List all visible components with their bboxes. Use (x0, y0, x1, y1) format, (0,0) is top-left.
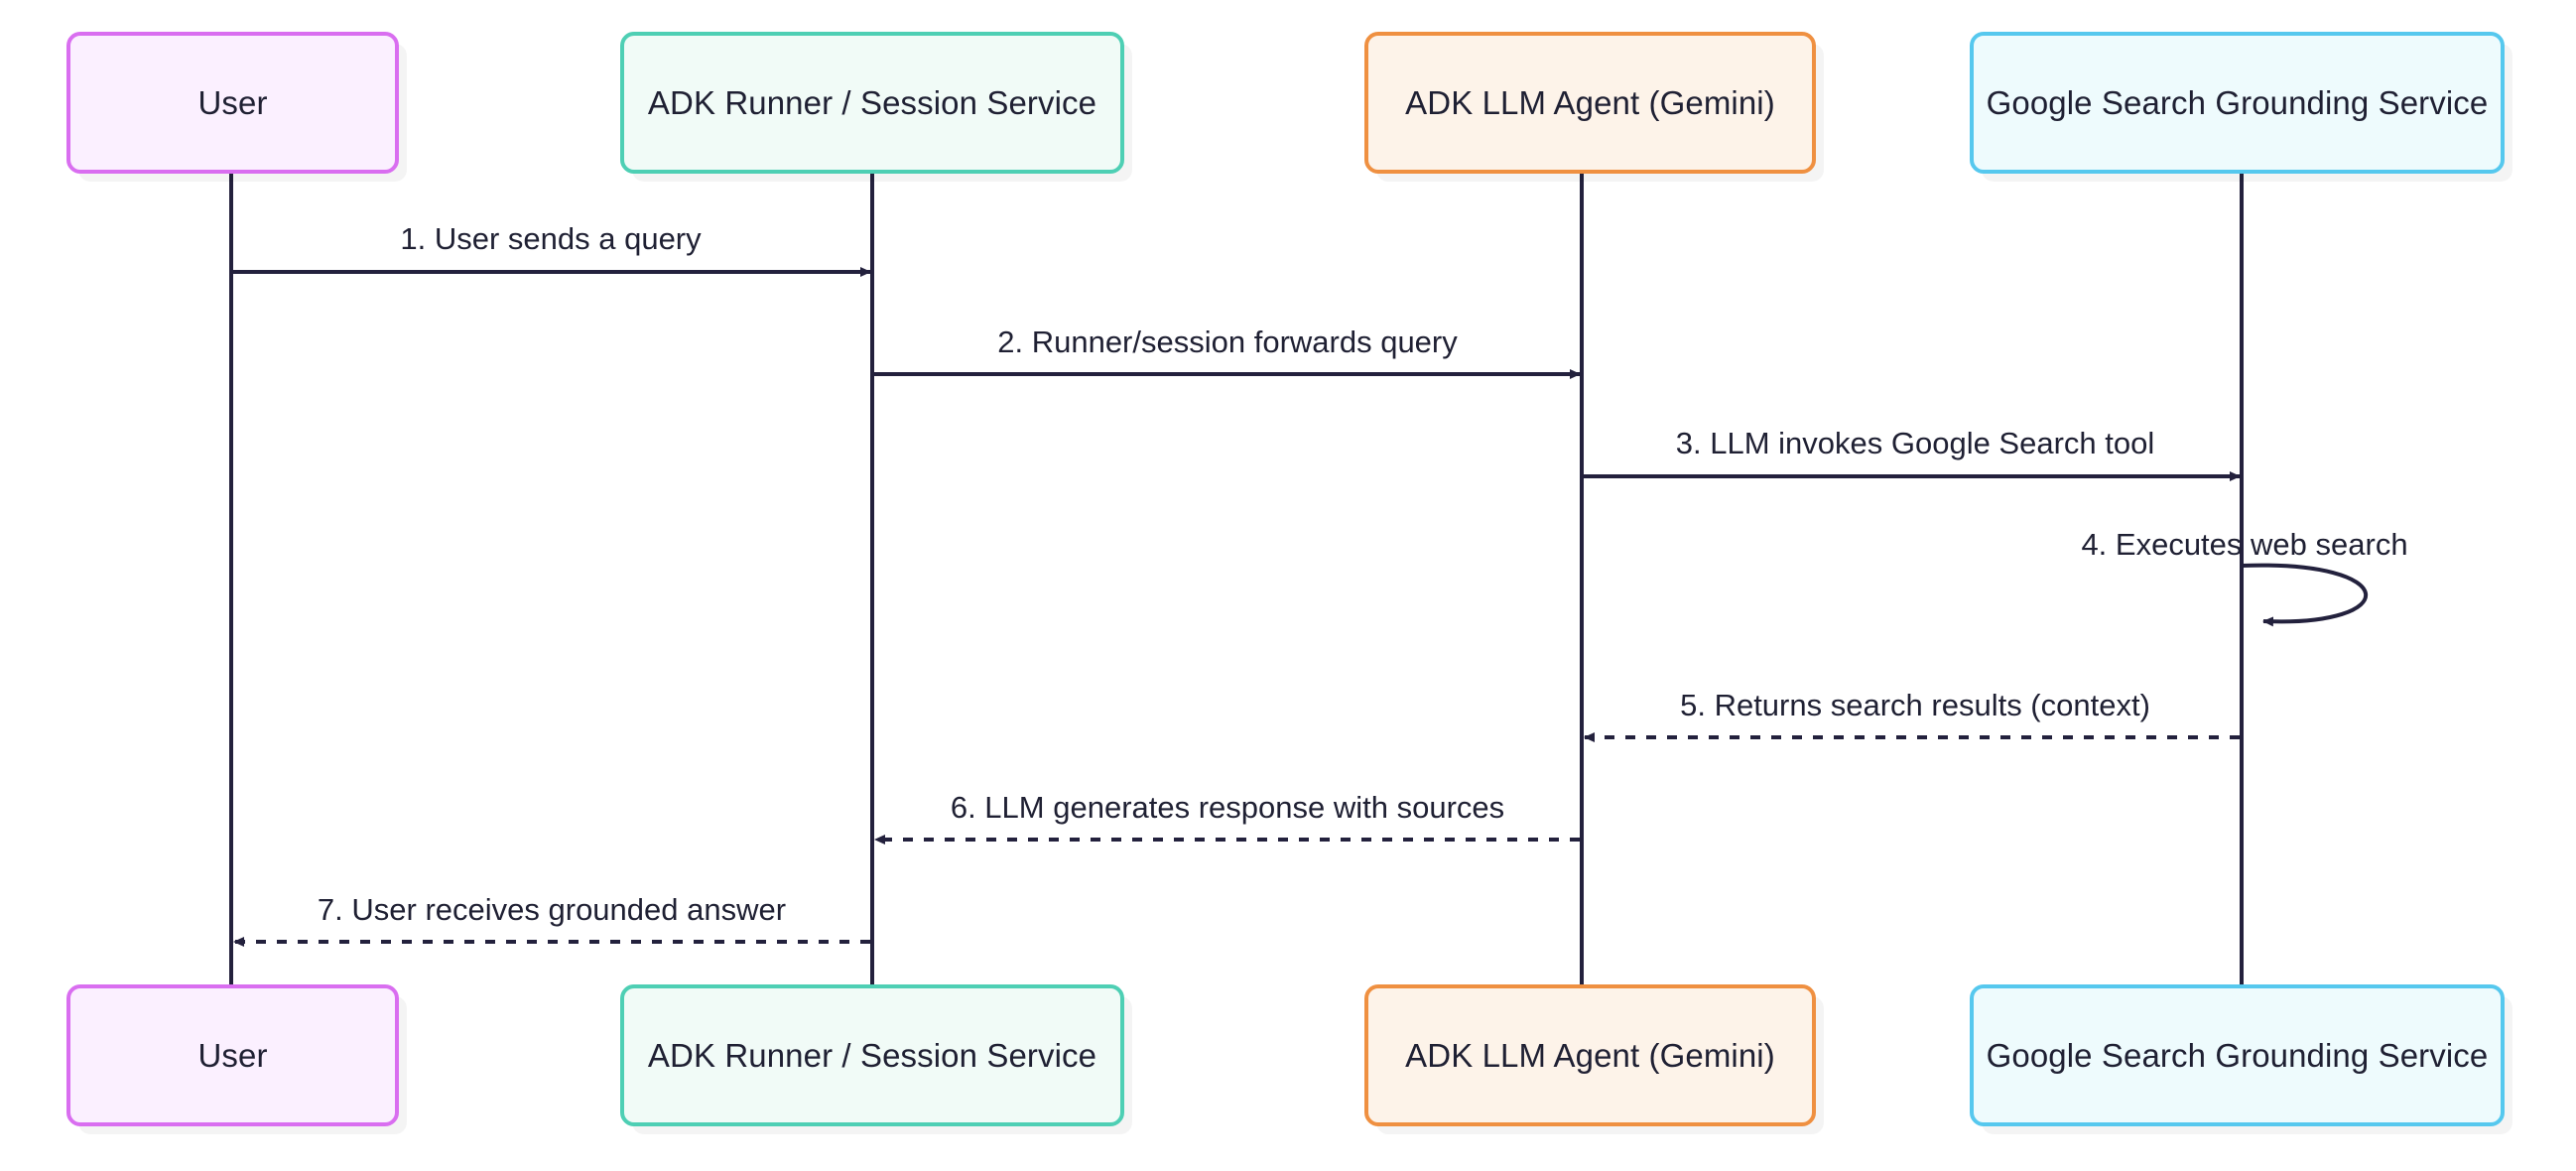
message-label-7: 7. User receives grounded answer (317, 892, 787, 927)
participant-box-runner-top[interactable]: ADK Runner / Session Service (620, 32, 1124, 174)
message-label-3: 3. LLM invokes Google Search tool (1675, 426, 2155, 460)
participant-box-user-bottom[interactable]: User (66, 984, 399, 1126)
messages-group (231, 267, 2368, 947)
participant-label-runner-top: ADK Runner / Session Service (647, 83, 1097, 121)
participant-label-user-bottom: User (197, 1036, 268, 1074)
message-label-5: 5. Returns search results (context) (1680, 688, 2150, 722)
participant-box-agent-bottom[interactable]: ADK LLM Agent (Gemini) (1364, 984, 1816, 1126)
participant-label-runner-bottom: ADK Runner / Session Service (647, 1036, 1097, 1074)
participant-box-user-top[interactable]: User (66, 32, 399, 174)
participant-label-search-bottom: Google Search Grounding Service (1986, 1036, 2489, 1074)
participant-label-agent-bottom: ADK LLM Agent (Gemini) (1405, 1036, 1775, 1074)
message-label-6: 6. LLM generates response with sources (950, 790, 1505, 825)
lifelines-group (229, 174, 2244, 984)
message-label-4: 4. Executes web search (2081, 527, 2408, 562)
message-label-1: 1. User sends a query (400, 221, 702, 256)
participant-label-search-top: Google Search Grounding Service (1986, 83, 2489, 121)
participant-box-agent-top[interactable]: ADK LLM Agent (Gemini) (1364, 32, 1816, 174)
participant-box-search-bottom[interactable]: Google Search Grounding Service (1970, 984, 2505, 1126)
message-selfloop-4 (2241, 563, 2368, 627)
participant-box-runner-bottom[interactable]: ADK Runner / Session Service (620, 984, 1124, 1126)
participant-label-user-top: User (197, 83, 268, 121)
participant-label-agent-top: ADK LLM Agent (Gemini) (1405, 83, 1775, 121)
participant-box-search-top[interactable]: Google Search Grounding Service (1970, 32, 2505, 174)
message-label-2: 2. Runner/session forwards query (997, 325, 1458, 359)
